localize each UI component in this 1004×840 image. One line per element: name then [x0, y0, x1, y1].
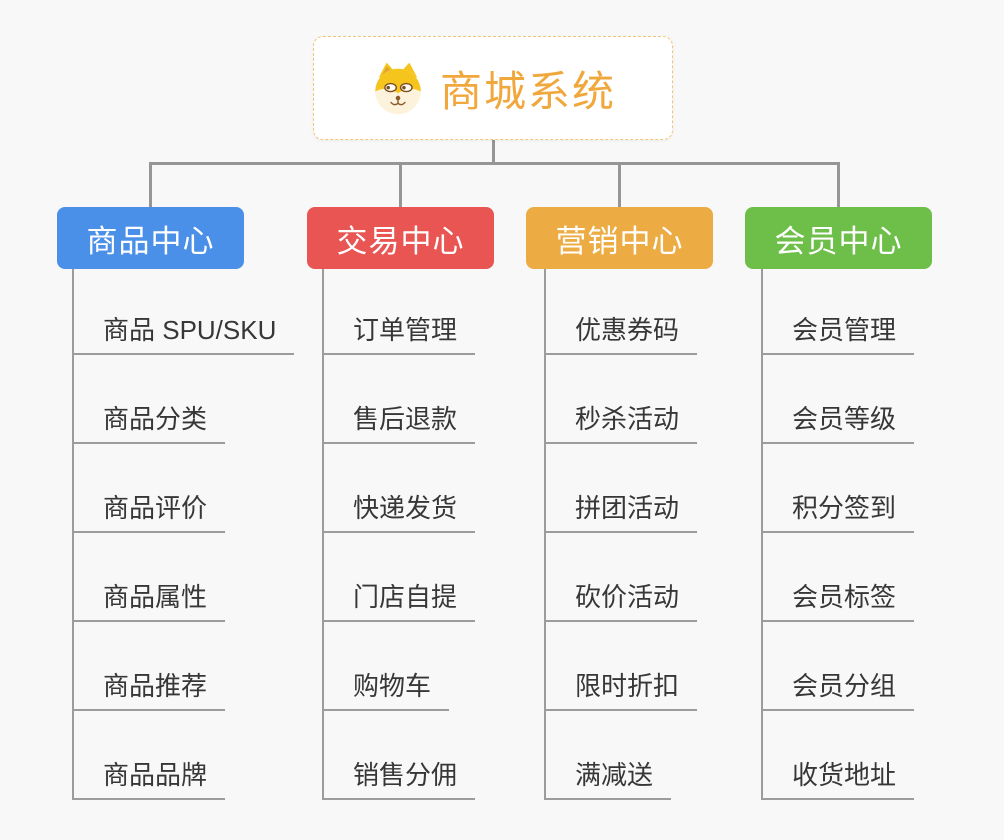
leaf-node[interactable]: 收货地址: [761, 759, 915, 800]
leaf-node[interactable]: 订单管理: [322, 314, 476, 355]
root-title: 商城系统: [439, 67, 616, 115]
leaf-node[interactable]: 商品 SPU/SKU: [72, 314, 295, 355]
trunk-member: [761, 269, 763, 800]
leaf-node[interactable]: 售后退款: [322, 403, 476, 444]
leaf-node[interactable]: 会员等级: [761, 403, 915, 444]
leaf-node[interactable]: 会员管理: [761, 314, 915, 355]
leaf-node[interactable]: 快递发货: [322, 492, 476, 533]
trunk-marketing: [544, 269, 546, 800]
connector-drop-member: [837, 162, 840, 208]
trunk-trade: [322, 269, 324, 800]
leaf-node[interactable]: 门店自提: [322, 581, 476, 622]
leaf-node[interactable]: 秒杀活动: [544, 403, 698, 444]
leaf-node[interactable]: 优惠券码: [544, 314, 698, 355]
trunk-product: [72, 269, 74, 800]
root-node[interactable]: 商城系统: [313, 36, 673, 140]
leaf-node[interactable]: 商品属性: [72, 581, 226, 622]
leaf-node[interactable]: 满减送: [544, 759, 672, 800]
leaf-node[interactable]: 拼团活动: [544, 492, 698, 533]
leaf-node[interactable]: 购物车: [322, 670, 450, 711]
leaf-node[interactable]: 销售分佣: [322, 759, 476, 800]
leaf-node[interactable]: 积分签到: [761, 492, 915, 533]
connector-horizontal-bar: [149, 162, 840, 165]
leaf-node[interactable]: 商品推荐: [72, 670, 226, 711]
leaf-node[interactable]: 商品评价: [72, 492, 226, 533]
leaf-node[interactable]: 限时折扣: [544, 670, 698, 711]
dog-face-icon: [370, 60, 426, 116]
branch-node-product-center[interactable]: 商品中心: [57, 207, 244, 269]
branch-node-marketing-center[interactable]: 营销中心: [526, 207, 713, 269]
connector-drop-marketing: [618, 162, 621, 208]
leaf-node[interactable]: 会员标签: [761, 581, 915, 622]
leaf-node[interactable]: 商品品牌: [72, 759, 226, 800]
branch-node-member-center[interactable]: 会员中心: [745, 207, 932, 269]
leaf-node[interactable]: 会员分组: [761, 670, 915, 711]
connector-drop-trade: [399, 162, 402, 208]
leaf-node[interactable]: 商品分类: [72, 403, 226, 444]
branch-node-trade-center[interactable]: 交易中心: [307, 207, 494, 269]
connector-root-stem: [492, 140, 495, 165]
connector-drop-product: [149, 162, 152, 208]
leaf-node[interactable]: 砍价活动: [544, 581, 698, 622]
